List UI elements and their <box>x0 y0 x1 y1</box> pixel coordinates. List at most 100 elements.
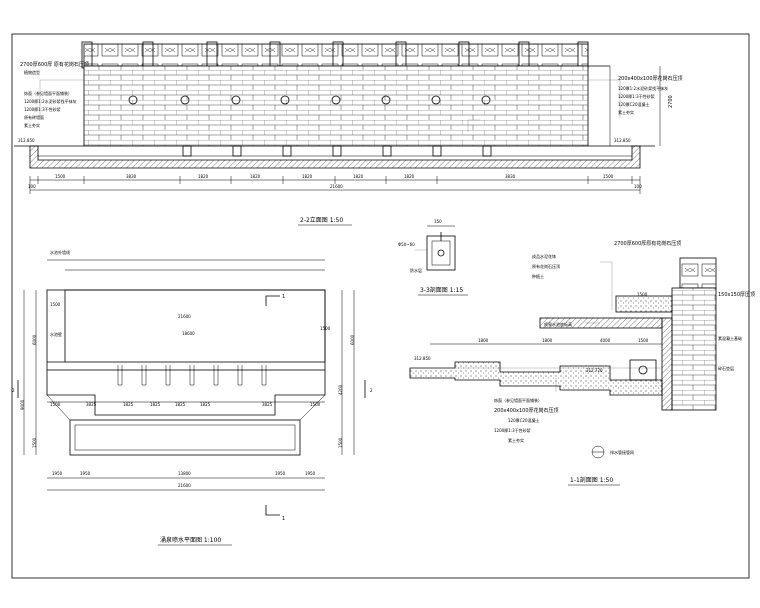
svg-text:1950: 1950 <box>305 471 316 476</box>
svg-text:200x400x100厚花岗石压顶: 200x400x100厚花岗石压顶 <box>618 75 683 82</box>
plan-top-dim: 21600 <box>178 314 191 319</box>
svg-text:3825: 3825 <box>86 402 97 407</box>
plan-bottom-dims: 1950 1950 13800 1950 1950 <box>52 471 316 476</box>
plan-mid-dims: 1500 3825 1825 1825 1825 1825 3825 1500 <box>50 402 321 407</box>
svg-text:120厚1:2水泥砂浆找平抹灰: 120厚1:2水泥砂浆找平抹灰 <box>618 85 668 91</box>
plan-side-dim-6000: 6000 <box>32 334 37 345</box>
svg-text:1500: 1500 <box>310 402 321 407</box>
section-title: 1-1剖面图 1:50 <box>570 476 613 484</box>
plan-bottom-total: 21600 <box>178 483 191 488</box>
svg-text:1800: 1800 <box>542 338 553 343</box>
svg-text:1820: 1820 <box>198 174 209 179</box>
svg-text:饰面（参见墙面平面铺装）: 饰面（参见墙面平面铺装） <box>494 397 542 403</box>
elevation-left-label: 2700厚600厚 原有花岗石压顶 <box>20 61 89 68</box>
svg-text:1500: 1500 <box>638 338 649 343</box>
svg-text:13800: 13800 <box>178 471 191 476</box>
section-1-drawing: 1500 1800 1800 4000 1500 312.850 312.720… <box>409 240 755 486</box>
svg-text:素土夯实: 素土夯实 <box>508 437 524 443</box>
svg-text:饰面（参见墙面平面铺装）: 饰面（参见墙面平面铺装） <box>24 90 72 96</box>
svg-text:1820: 1820 <box>302 174 313 179</box>
section-top-labels: 成品水泥花钵 原有花岗石压顶 种植土 <box>532 253 560 279</box>
svg-text:素土夯实: 素土夯实 <box>24 122 40 128</box>
section-note-bubble: 排水管接管网 <box>610 449 634 455</box>
svg-text:1800: 1800 <box>478 338 489 343</box>
elevation-right-notes: 200x400x100厚花岗石压顶 120厚1:2水泥砂浆找平抹灰 1200厚1… <box>618 75 683 115</box>
elevation-left-level: 312.850 <box>18 138 35 143</box>
svg-text:1500: 1500 <box>55 174 66 179</box>
elevation-right-level: 312.850 <box>614 138 631 143</box>
svg-text:100: 100 <box>634 184 642 189</box>
svg-text:1200厚1:3干性砂浆: 1200厚1:3干性砂浆 <box>494 427 531 433</box>
elevation-total-dim: 21600 <box>330 184 343 189</box>
section-dims: 1500 1800 1800 4000 1500 <box>478 292 649 343</box>
svg-text:1825: 1825 <box>200 402 211 407</box>
svg-text:3825: 3825 <box>262 402 273 407</box>
section-right-notes: 150x150厚压顶 素混凝土基础 碎石垫层 <box>718 292 755 371</box>
elevation-dim-ticks <box>29 176 641 194</box>
section-dim-270: 2700厚600厚原有花岗石压顶 <box>614 240 681 247</box>
detail-3-title: 3-3剖面图 1:15 <box>420 286 463 294</box>
elevation-dim-labels: 100 1500 3830 1820 1820 1820 1820 1820 3… <box>28 174 642 189</box>
svg-text:4000: 4000 <box>600 338 611 343</box>
section-bottom-notes: 饰面（参见墙面平面铺装） 200x400x100厚花岗石压顶 120厚C20混凝… <box>494 397 559 443</box>
plan-drawing: 水池外墙线 21600 18600 1500 水池壁 1 1 2 2 9000 … <box>12 249 373 546</box>
plan-title: 涌泉喷水平面图 1:100 <box>160 536 221 544</box>
section-pool-floor <box>409 361 663 396</box>
plan-section-mark-top: 1 <box>282 294 285 300</box>
svg-text:200x400x100厚花岗石压顶: 200x400x100厚花岗石压顶 <box>494 407 559 414</box>
svg-text:150x150厚压顶: 150x150厚压顶 <box>718 292 755 298</box>
svg-text:1950: 1950 <box>275 471 286 476</box>
plan-left-dims-top: 1500 <box>50 302 61 307</box>
plan-lower-pool <box>46 370 326 416</box>
svg-text:1500: 1500 <box>603 174 614 179</box>
svg-text:原有花岗石压顶: 原有花岗石压顶 <box>532 263 560 269</box>
sheet-border <box>11 33 750 579</box>
plan-section-mark-bottom: 1 <box>282 516 285 522</box>
svg-text:素土夯实: 素土夯实 <box>618 109 634 115</box>
elevation-left-notes: 饰面（参见墙面平面铺装） 1200厚1:2水泥砂浆找平抹灰 1200厚1:3干性… <box>24 90 77 128</box>
plan-right-dim-0: 6000 <box>350 334 355 345</box>
plan-side-mark-right: 2 <box>370 388 373 393</box>
plan-spouts <box>117 365 267 386</box>
detail-3-label-left: Φ50~60 <box>398 242 415 247</box>
svg-text:120厚C20混凝土: 120厚C20混凝土 <box>508 417 540 423</box>
elevation-title: 2-2立面图 1:50 <box>300 216 343 224</box>
svg-text:原有砖墙面: 原有砖墙面 <box>24 114 44 120</box>
plan-right-dim-1: 4200 <box>338 384 343 395</box>
svg-text:1825: 1825 <box>175 402 186 407</box>
plan-side-dim-9000: 9000 <box>20 399 25 410</box>
svg-text:1950: 1950 <box>52 471 63 476</box>
plan-side-mark-left: 2 <box>12 388 15 393</box>
svg-text:1825: 1825 <box>123 402 134 407</box>
svg-text:1820: 1820 <box>353 174 364 179</box>
svg-text:1820: 1820 <box>404 174 415 179</box>
svg-text:碎石垫层: 碎石垫层 <box>718 365 734 371</box>
svg-text:素混凝土基础: 素混凝土基础 <box>718 335 742 341</box>
elevation-height-dim: 2700 <box>668 95 674 108</box>
svg-text:1825: 1825 <box>150 402 161 407</box>
svg-text:成品水泥花钵: 成品水泥花钵 <box>532 253 556 259</box>
plan-outer-wall <box>46 289 326 371</box>
svg-text:种植土: 种植土 <box>532 273 544 279</box>
plan-right-dim-2: 1500 <box>338 437 343 448</box>
brick-wall <box>83 65 589 147</box>
section-level-1: 312.720 <box>586 368 603 373</box>
detail-3-dim-top: 150 <box>434 219 442 224</box>
svg-text:100: 100 <box>28 184 36 189</box>
section-mid-label: 喷泉水池底标高 <box>544 321 572 327</box>
plan-top-label: 水池外墙线 <box>50 249 70 255</box>
plan-inner-dim: 18600 <box>182 331 195 336</box>
section-level-0: 312.850 <box>414 356 431 361</box>
detail-3-label-bottom: 防水层 <box>410 267 422 273</box>
plan-right-dim-3: 1500 <box>320 326 331 331</box>
pool-basin-section <box>29 145 641 169</box>
svg-text:1200厚1:3干性砂浆: 1200厚1:3干性砂浆 <box>24 106 61 112</box>
svg-text:1820: 1820 <box>250 174 261 179</box>
svg-text:1500: 1500 <box>637 292 648 297</box>
svg-text:3830: 3830 <box>505 174 516 179</box>
svg-text:1500: 1500 <box>50 402 61 407</box>
plan-left-label: 水池壁 <box>50 331 62 337</box>
elevation-left-label2: 植物造型 <box>24 69 40 75</box>
elevation-drawing: 2700厚600厚 原有花岗石压顶 植物造型 饰面（参见墙面平面铺装） 1200… <box>14 41 683 226</box>
